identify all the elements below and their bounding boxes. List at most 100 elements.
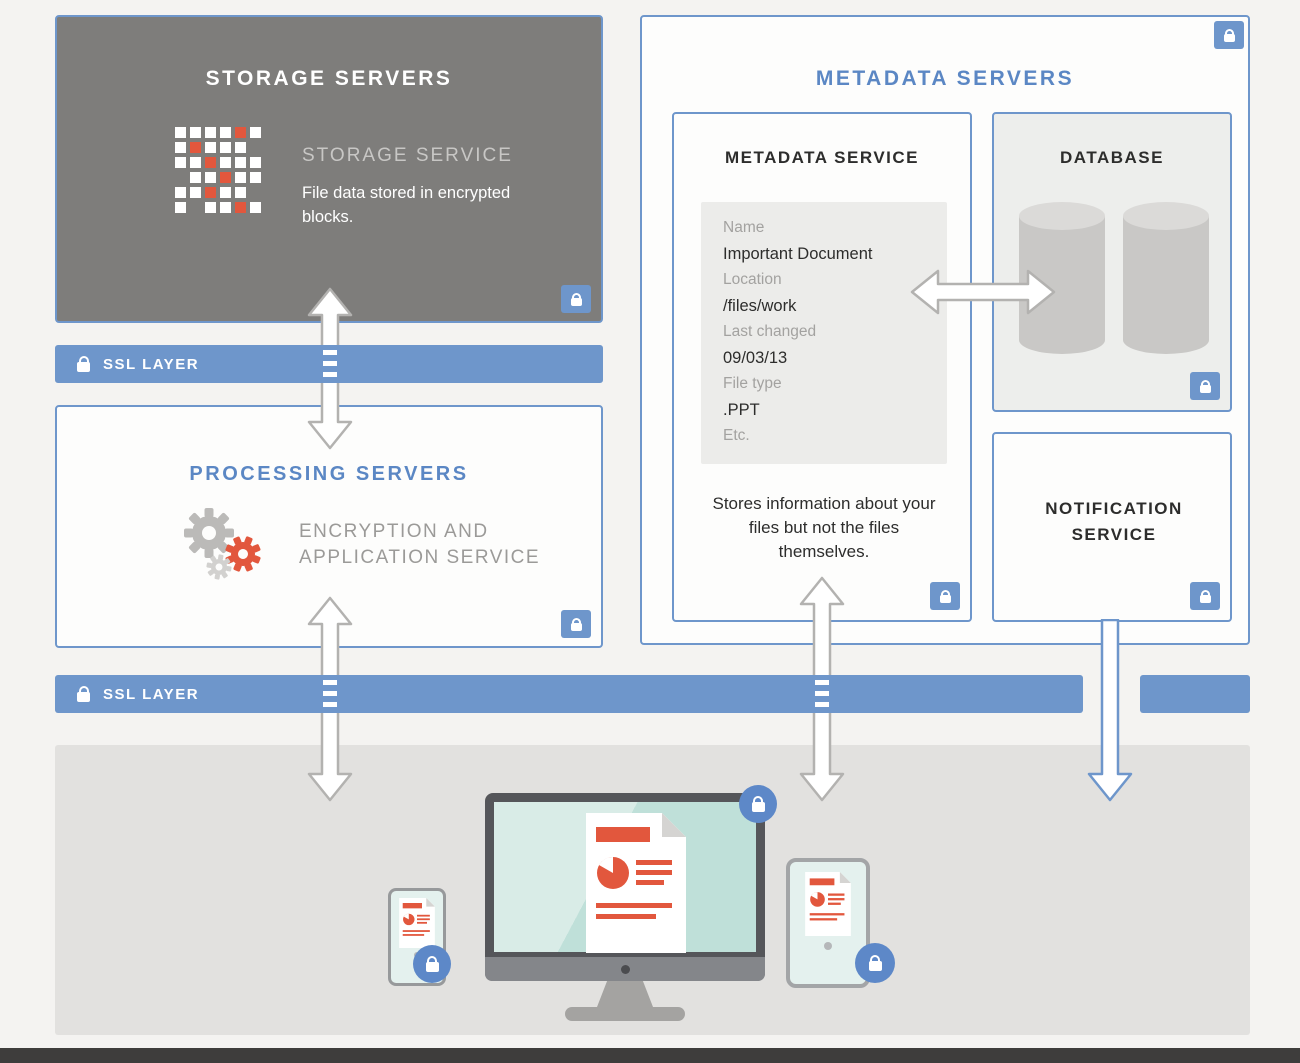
field-label: Name	[723, 219, 765, 236]
lock-icon	[751, 796, 765, 812]
metadata-servers-title: METADATA SERVERS	[815, 67, 1075, 90]
ssl-dash	[815, 680, 829, 685]
document-icon	[586, 813, 686, 953]
block-cell	[250, 157, 261, 168]
ssl-dash	[323, 372, 337, 377]
ssl-dash	[323, 702, 337, 707]
block-cell	[220, 127, 231, 138]
ssl-dash	[815, 691, 829, 696]
ssl-layer-lower-segment	[1140, 675, 1250, 713]
metadata-field-name: Name Important Document	[723, 215, 925, 267]
block-cell	[175, 142, 186, 153]
field-label: Last changed	[723, 323, 817, 340]
block-cell	[190, 142, 201, 153]
block-cell	[220, 172, 231, 183]
block-cell	[205, 127, 216, 138]
database-box: DATABASE	[992, 112, 1232, 412]
monitor-power-dot	[620, 964, 630, 974]
phone-lock-badge	[413, 945, 451, 983]
field-value: Important Document	[723, 245, 873, 263]
database-cylinders	[1016, 200, 1212, 358]
lock-badge	[561, 610, 591, 638]
lock-icon	[77, 686, 90, 702]
lock-icon	[570, 617, 582, 631]
lock-icon	[939, 589, 951, 603]
block-cell	[250, 142, 261, 153]
field-value: 09/03/13	[723, 349, 788, 367]
encrypted-blocks-icon	[175, 127, 261, 213]
ssl-dash	[323, 680, 337, 685]
lock-icon	[1199, 379, 1211, 393]
field-label: Etc.	[723, 427, 750, 444]
database-cylinder-icon	[1019, 202, 1105, 354]
field-value: /files/work	[723, 297, 797, 315]
block-cell	[235, 142, 246, 153]
ssl-layer-label: SSL LAYER	[103, 685, 200, 703]
lock-icon	[1199, 589, 1211, 603]
block-cell	[220, 157, 231, 168]
block-cell	[250, 172, 261, 183]
storage-servers-title: STORAGE SERVERS	[205, 67, 453, 90]
field-value: .PPT	[723, 401, 760, 419]
ssl-layer-lower: SSL LAYER	[55, 675, 1083, 713]
lock-icon	[570, 292, 582, 306]
document-icon	[399, 898, 435, 948]
block-cell	[220, 202, 231, 213]
lock-badge	[1214, 21, 1244, 49]
block-cell	[175, 127, 186, 138]
database-title: DATABASE	[1060, 148, 1164, 167]
lock-badge	[1190, 372, 1220, 400]
notification-service-box: NOTIFICATION SERVICE	[992, 432, 1232, 622]
block-cell	[205, 157, 216, 168]
lock-icon	[77, 356, 90, 372]
block-cell	[190, 172, 201, 183]
monitor-lock-badge	[739, 785, 777, 823]
block-cell	[175, 187, 186, 198]
block-cell	[205, 187, 216, 198]
block-cell	[250, 187, 261, 198]
lock-badge	[561, 285, 591, 313]
storage-servers-box: STORAGE SERVERS STORAGE SERVICE File dat…	[55, 15, 603, 323]
home-button	[824, 942, 832, 950]
notification-service-title: NOTIFICATION SERVICE	[1045, 499, 1183, 544]
notification-client-arrow	[1087, 619, 1133, 802]
metadata-field-location: Location /files/work	[723, 267, 925, 319]
gears-icon	[184, 508, 261, 580]
lock-icon	[868, 955, 882, 971]
document-icon	[805, 872, 851, 936]
block-cell	[250, 202, 261, 213]
metadata-servers-box: METADATA SERVERS METADATA SERVICE Name I…	[640, 15, 1250, 645]
lock-badge	[1190, 582, 1220, 610]
metadata-example-panel: Name Important Document Location /files/…	[701, 202, 947, 464]
database-cylinder-icon	[1123, 202, 1209, 354]
block-cell	[235, 157, 246, 168]
ssl-dash	[323, 350, 337, 355]
block-cell	[205, 142, 216, 153]
field-label: File type	[723, 375, 782, 392]
metadata-service-description: Stores information about your files but …	[712, 494, 936, 561]
block-cell	[235, 172, 246, 183]
block-cell	[220, 142, 231, 153]
block-cell	[235, 127, 246, 138]
metadata-field-last-changed: Last changed 09/03/13	[723, 319, 925, 371]
monitor-stand-base	[565, 1007, 685, 1021]
block-cell	[220, 187, 231, 198]
block-cell	[175, 157, 186, 168]
lock-icon	[425, 956, 439, 972]
block-cell	[190, 127, 201, 138]
lock-icon	[1223, 28, 1235, 42]
lock-badge	[930, 582, 960, 610]
block-cell	[190, 202, 201, 213]
metadata-service-title: METADATA SERVICE	[724, 148, 919, 167]
metadata-field-file-type: File type .PPT	[723, 371, 925, 423]
block-cell	[205, 172, 216, 183]
metadata-database-arrow	[910, 269, 1056, 315]
block-cell	[205, 202, 216, 213]
tablet-lock-badge	[855, 943, 895, 983]
monitor-bezel	[485, 957, 765, 981]
encryption-application-service-label: ENCRYPTION AND APPLICATION SERVICE	[299, 521, 541, 568]
storage-service-title: STORAGE SERVICE	[302, 145, 513, 166]
block-cell	[175, 202, 186, 213]
block-cell	[235, 187, 246, 198]
